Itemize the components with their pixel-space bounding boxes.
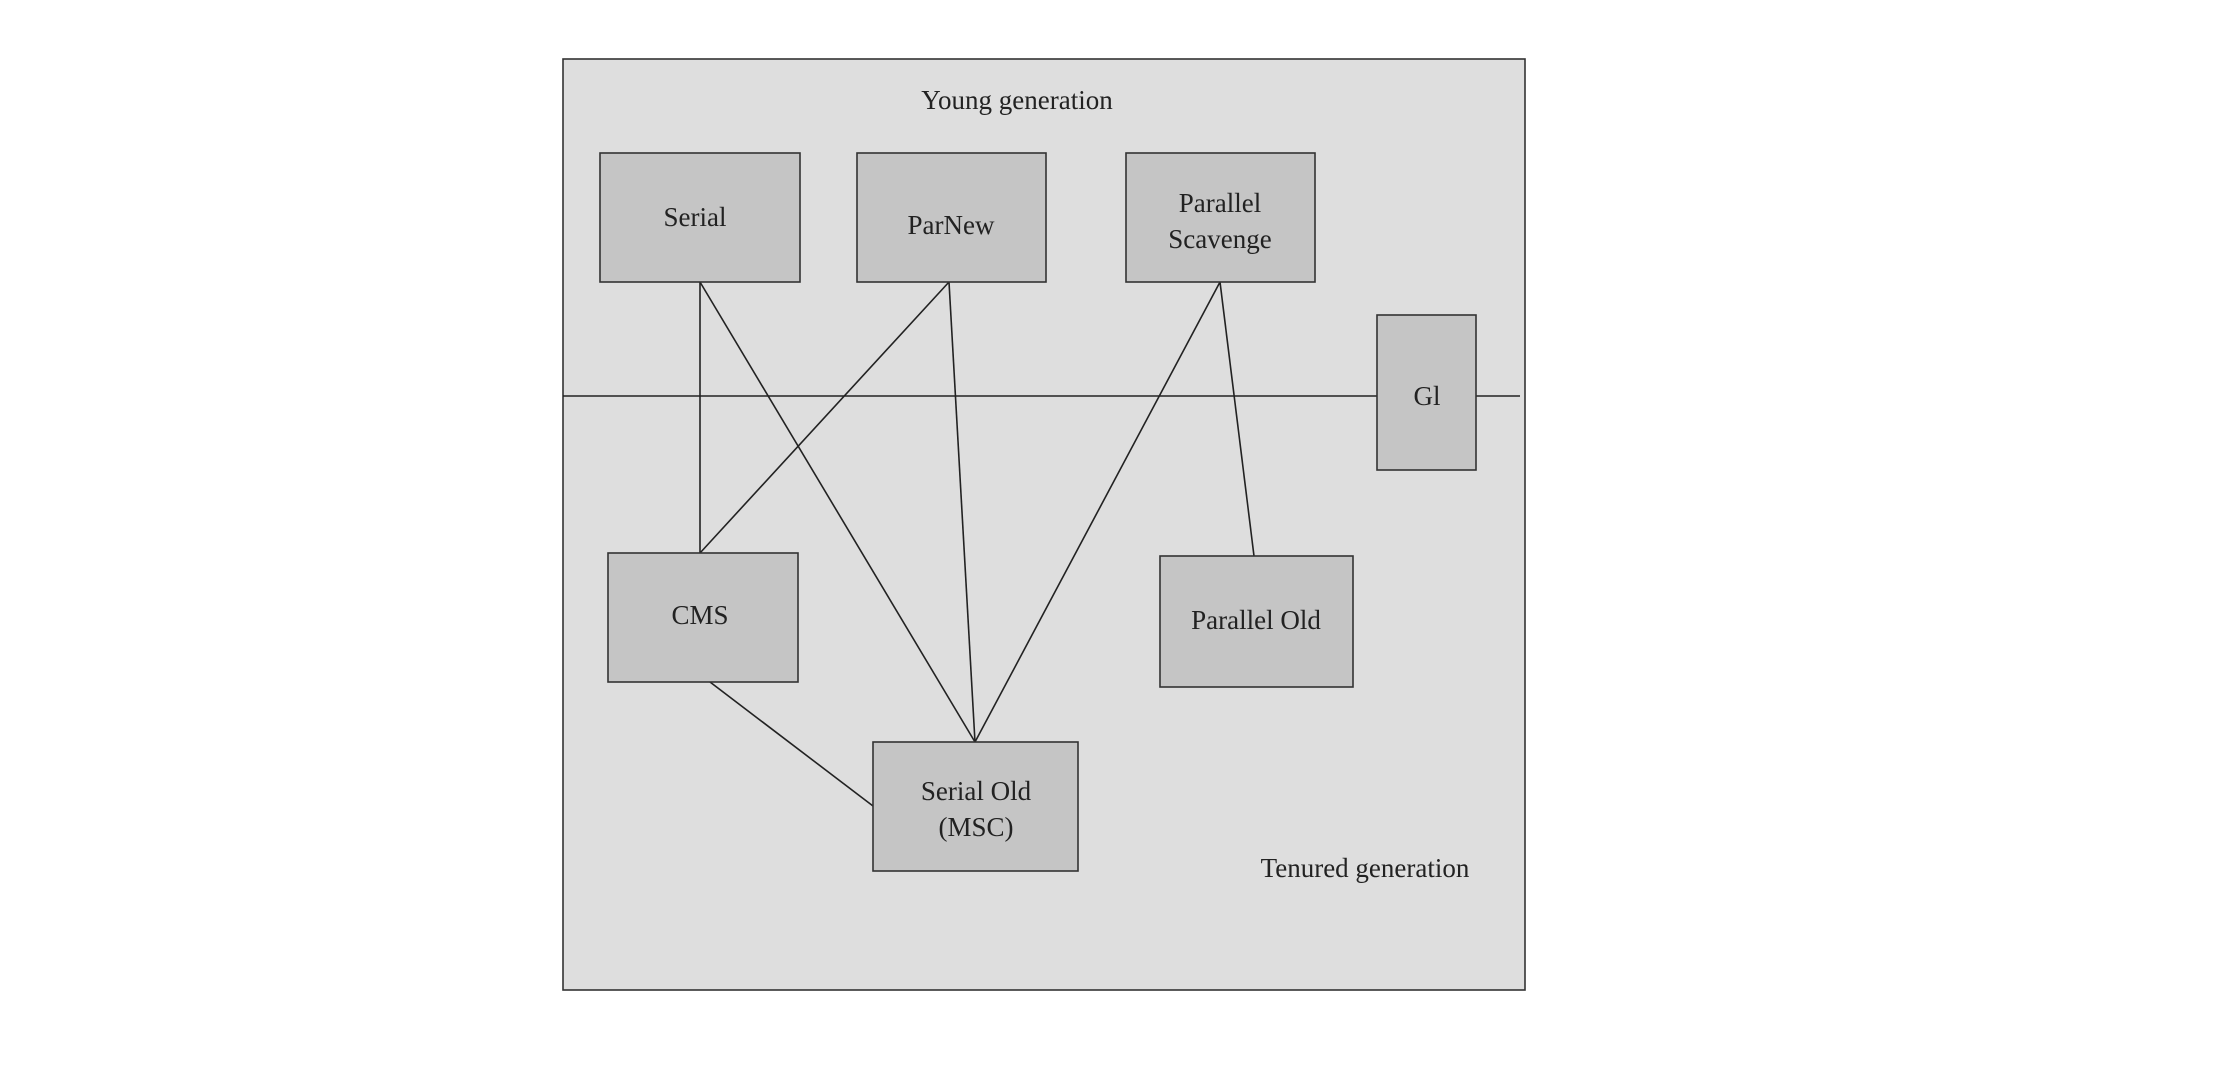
collector-serial: Serial — [599, 152, 801, 283]
collector-parallel-scavenge-box — [1125, 152, 1316, 283]
collector-g1-label: Gl — [1414, 381, 1441, 411]
tenured-generation-label: Tenured generation — [1261, 853, 1470, 883]
collector-cms-box — [607, 552, 799, 683]
young-generation-label: Young generation — [921, 85, 1113, 115]
collector-parallel-old-label: Parallel Old — [1191, 605, 1321, 635]
collector-cms: CMS — [607, 552, 799, 683]
collector-serial-old: Serial Old (MSC) — [872, 741, 1079, 872]
collector-parallel-old: Parallel Old — [1159, 555, 1354, 688]
collector-serial-old-box — [872, 741, 1079, 872]
collector-parnew: ParNew — [856, 152, 1047, 283]
collector-serial-label: Serial — [664, 202, 727, 232]
collector-g1-box — [1376, 314, 1477, 471]
connection-parnew-serial-old — [948, 281, 976, 743]
connections — [699, 281, 1255, 807]
connection-parnew-cms — [699, 281, 950, 554]
collector-parnew-label: ParNew — [908, 210, 995, 240]
collector-parallel-scavenge-label-line2: Scavenge — [1168, 224, 1271, 254]
collector-g1: Gl — [1376, 314, 1477, 471]
collector-cms-label: CMS — [671, 600, 728, 630]
collector-parallel-scavenge: Parallel Scavenge — [1125, 152, 1316, 283]
collector-parallel-scavenge-label-line1: Parallel — [1179, 188, 1261, 218]
collector-serial-box — [599, 152, 801, 283]
collector-parnew-box — [856, 152, 1047, 283]
collector-serial-old-label-line1: Serial Old — [921, 776, 1032, 806]
collector-parallel-old-box — [1159, 555, 1354, 688]
connection-parallel-scavenge-parallel-old — [1219, 281, 1255, 557]
connection-parallel-scavenge-serial-old — [974, 281, 1221, 743]
connection-serial-serial-old — [699, 281, 976, 743]
connection-cms-serial-old — [709, 681, 874, 807]
collector-serial-old-label-line2: (MSC) — [938, 812, 1013, 842]
